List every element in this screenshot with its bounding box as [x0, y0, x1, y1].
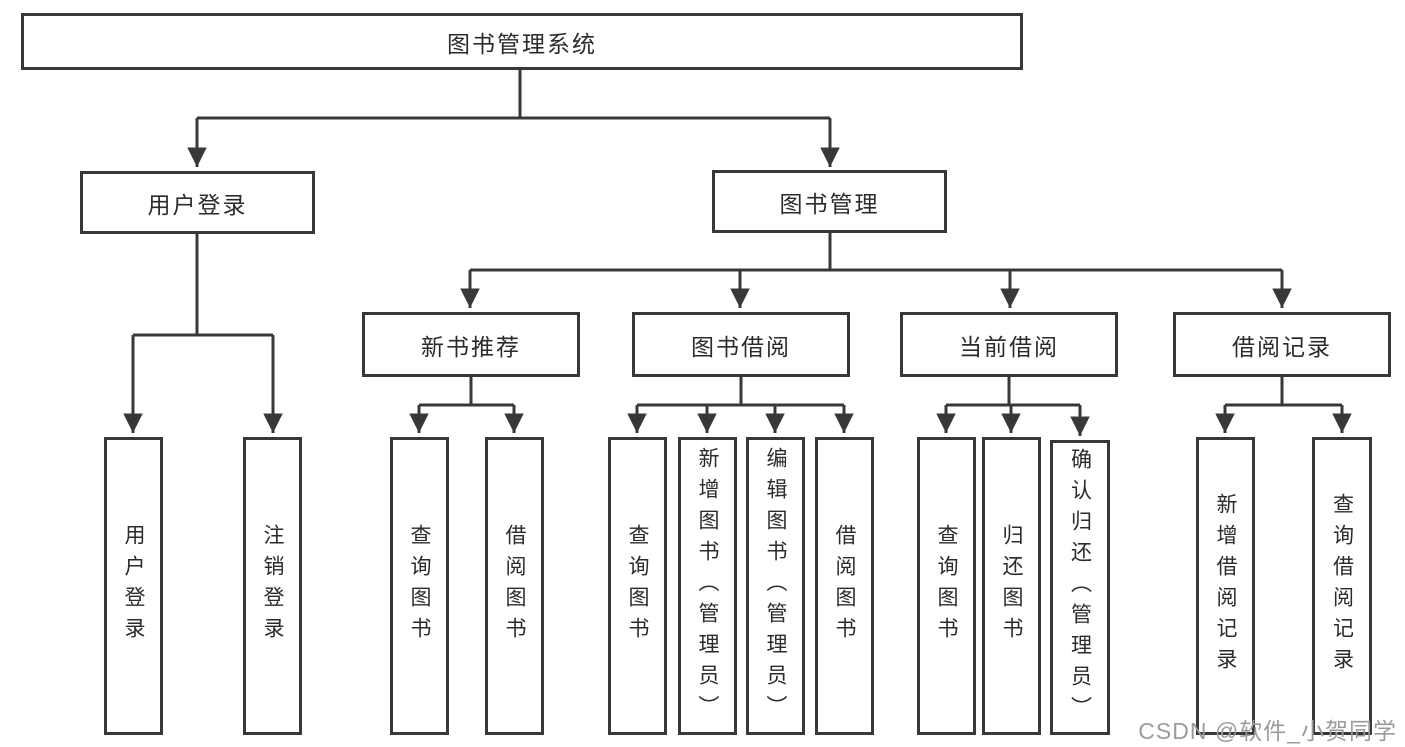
leaf-return-book: 归还图书 [982, 437, 1041, 735]
node-system-root: 图书管理系统 [21, 13, 1023, 70]
node-label: 借阅图书 [833, 524, 856, 648]
node-label: 借阅记录 [1232, 333, 1332, 360]
node-label: 归还图书 [1000, 524, 1023, 648]
node-borrow-records: 借阅记录 [1173, 312, 1391, 377]
leaf-query-books-current: 查询图书 [917, 437, 976, 735]
leaf-add-borrow-record: 新增借阅记录 [1196, 437, 1255, 735]
node-label: 图书借阅 [691, 333, 791, 360]
node-label: 当前借阅 [959, 333, 1059, 360]
node-label: 借阅图书 [503, 524, 526, 648]
leaf-edit-book-admin: 编辑图书（管理员） [746, 437, 805, 735]
node-user-login-branch: 用户登录 [80, 171, 315, 234]
node-current-borrow: 当前借阅 [900, 312, 1118, 377]
leaf-add-book-admin: 新增图书（管理员） [678, 437, 737, 735]
node-book-borrow: 图书借阅 [632, 312, 850, 377]
csdn-watermark: CSDN @软件_小贺同学 [1138, 718, 1397, 744]
leaf-borrow-books-recommend: 借阅图书 [485, 437, 544, 735]
node-label: 新增图书（管理员） [696, 446, 719, 726]
node-label: 编辑图书（管理员） [764, 446, 787, 726]
node-label: 查询图书 [408, 524, 431, 648]
node-label: 查询借阅记录 [1330, 493, 1354, 679]
node-label: 用户登录 [147, 191, 248, 218]
leaf-borrow-books: 借阅图书 [815, 437, 874, 735]
node-label: 图书管理系统 [447, 30, 597, 57]
leaf-logout: 注销登录 [243, 437, 302, 735]
leaf-user-login: 用户登录 [104, 437, 163, 735]
node-label: 新书推荐 [421, 333, 521, 360]
node-label: 用户登录 [122, 524, 145, 648]
leaf-query-books-recommend: 查询图书 [390, 437, 449, 735]
node-label: 注销登录 [261, 524, 284, 648]
node-label: 新增借阅记录 [1214, 493, 1237, 679]
leaf-query-borrow-record: 查询借阅记录 [1312, 437, 1372, 735]
node-new-book-recommend: 新书推荐 [362, 312, 580, 377]
node-label: 查询图书 [626, 524, 649, 648]
leaf-confirm-return-admin: 确认归还（管理员） [1050, 440, 1110, 735]
node-label: 确认归还（管理员） [1068, 448, 1092, 727]
node-book-management-branch: 图书管理 [712, 170, 947, 233]
node-label: 图书管理 [779, 190, 880, 217]
leaf-query-books-borrow: 查询图书 [608, 437, 667, 735]
node-label: 查询图书 [935, 524, 958, 648]
